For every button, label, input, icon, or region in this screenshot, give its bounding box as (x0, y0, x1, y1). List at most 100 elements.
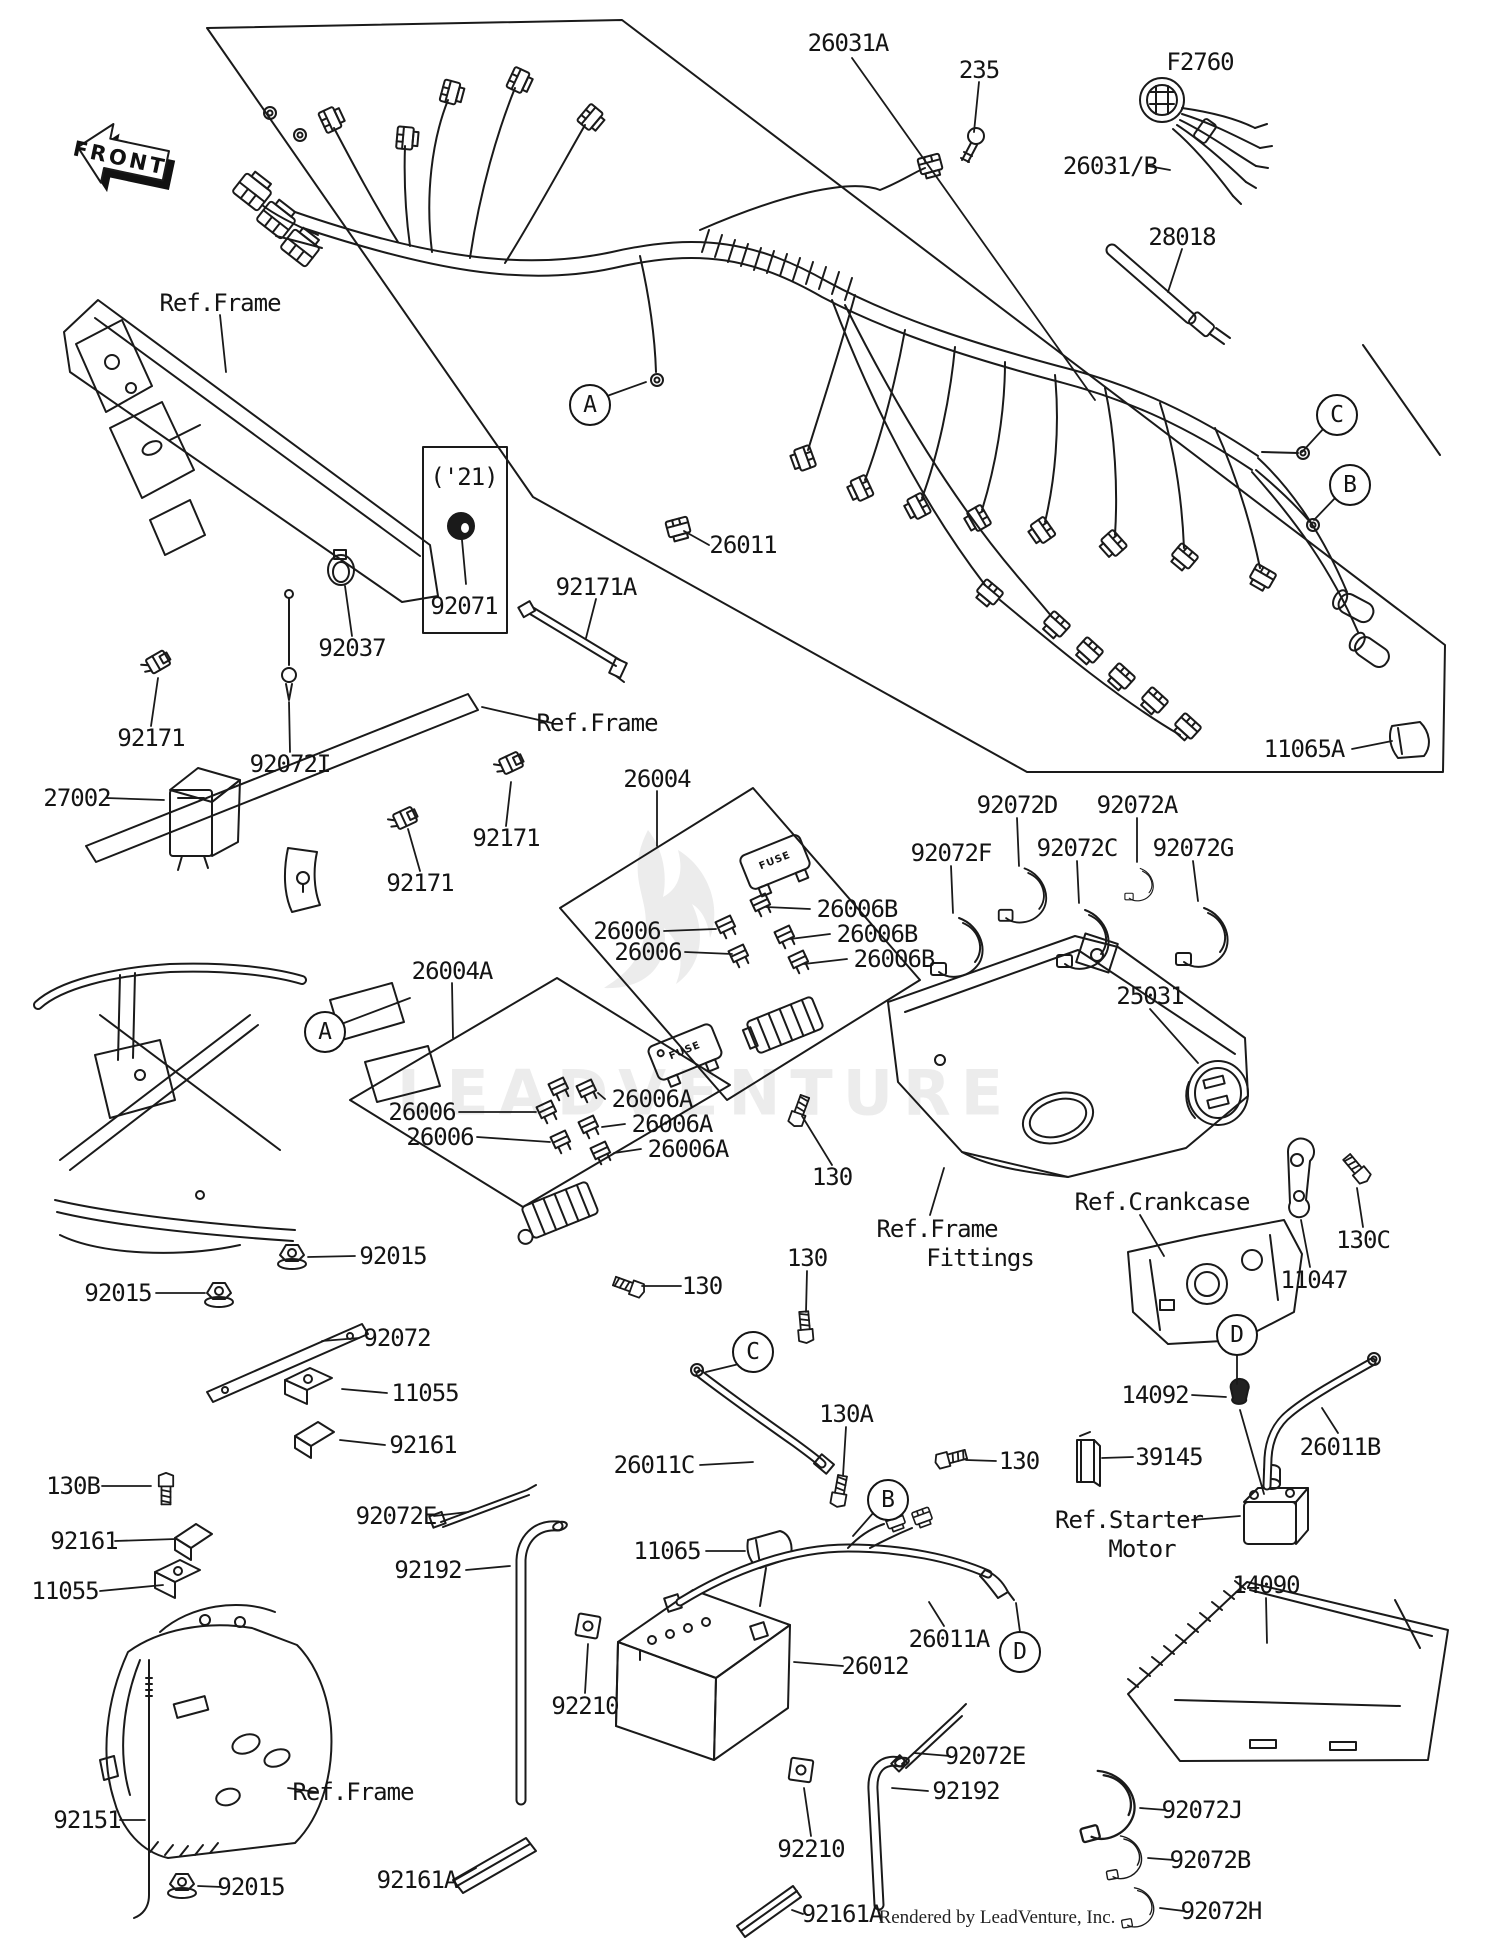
harness-enclosure-outline (206, 19, 1446, 773)
part-label-92071-year: ('21) (430, 463, 498, 491)
bracket-11055-1-drawing (154, 1559, 201, 1599)
boot-11065a-drawing (1389, 721, 1430, 759)
part-label-14092: 14092 (1121, 1381, 1189, 1409)
part-label-92192-1: 92192 (394, 1556, 462, 1584)
cable-tie-92072h-icon (1115, 1884, 1158, 1930)
strap-92171a-drawing (517, 600, 628, 683)
part-label-26012: 26012 (841, 1652, 909, 1680)
part-label-26006a-2: 26006A (631, 1110, 714, 1138)
part-label-26006-3: 26006 (388, 1098, 456, 1126)
damper-92161-1-drawing (174, 1523, 213, 1561)
strip-92161a-2-drawing (736, 1885, 802, 1938)
bolt-130c-icon (1340, 1151, 1374, 1187)
part-label-26006b-1: 26006B (816, 895, 899, 923)
nut-92015-2-icon (277, 1244, 307, 1270)
strip-92161a-1-drawing (452, 1837, 537, 1894)
bag-14090-drawing (1127, 1580, 1449, 1762)
cable-26011a-drawing (675, 1506, 1015, 1607)
bolt-130a-icon (829, 1473, 851, 1509)
bolt-130b-icon (157, 1472, 175, 1506)
part-label-92037: 92037 (318, 634, 386, 662)
detail-marker-d-2: D (999, 1631, 1041, 1673)
ref-label-crankcase: Ref.Crankcase (1074, 1188, 1251, 1216)
cable-26011c-drawing (690, 1363, 835, 1475)
part-label-39145: 39145 (1135, 1443, 1203, 1471)
grommet-14092-icon (1229, 1377, 1250, 1405)
part-label-92161-2: 92161 (389, 1431, 457, 1459)
washer-92210-1-icon (574, 1612, 602, 1640)
hose-92192-1-drawing (515, 1520, 568, 1806)
ref-label-starter-2: Motor (1108, 1535, 1176, 1563)
part-label-130c: 130C (1336, 1226, 1391, 1254)
part-label-92171-3: 92171 (386, 869, 454, 897)
fuse-block-26004-drawing (741, 996, 824, 1054)
ref-frame-bottom-drawing (99, 1603, 333, 1859)
part-label-130-2: 130 (811, 1163, 853, 1191)
grommet-92071-drawing (422, 446, 508, 634)
part-label-26006-4: 26006 (406, 1123, 474, 1151)
tie-92072e-2-drawing (890, 1703, 967, 1773)
part-label-92072a: 92072A (1096, 791, 1179, 819)
ref-label-frame-fittings-1: Ref.Frame (876, 1215, 998, 1243)
fuse-panel-26004a-outline (349, 977, 731, 1208)
cable-tie-92072a-icon (1124, 867, 1154, 902)
fuse-panel-26004-outline (559, 787, 921, 1101)
part-label-11055-2: 11055 (391, 1379, 459, 1407)
part-label-130b: 130B (46, 1472, 101, 1500)
ref-label-frame-1: Ref.Frame (159, 289, 281, 317)
ref-frame-lower-drawing (33, 962, 441, 1254)
part-label-11065a: 11065A (1263, 735, 1346, 763)
part-label-92192-2: 92192 (932, 1777, 1000, 1805)
detail-marker-d-1: D (1216, 1314, 1258, 1356)
part-label-26011: 26011 (709, 531, 777, 559)
wiring-harness-drawing (231, 65, 1441, 745)
ref-label-frame-2: Ref.Frame (536, 709, 658, 737)
cable-tie-92072d-icon (997, 867, 1048, 924)
fuse-box-26004-drawing (739, 834, 811, 898)
pin-92072i-drawing (281, 589, 297, 701)
part-label-92072c: 92072C (1036, 834, 1119, 862)
cable-tie-92072g-icon (1175, 907, 1229, 968)
rod-92151-drawing (133, 1659, 153, 1919)
ref-frame-rail-drawing (85, 693, 479, 913)
part-label-26011a: 26011A (908, 1625, 991, 1653)
part-label-130-4: 130 (998, 1447, 1040, 1475)
bolt-130-4-icon (932, 1446, 969, 1471)
ref-label-frame-fittings-2: Fittings (926, 1244, 1035, 1272)
part-label-130-3: 130 (786, 1244, 828, 1272)
part-label-92161-1: 92161 (50, 1527, 118, 1555)
part-label-92161a-2: 92161A (801, 1900, 884, 1928)
watermark-flame-icon (604, 830, 715, 989)
part-label-92210-1: 92210 (551, 1692, 619, 1720)
part-label-92072e-2: 92072E (944, 1742, 1027, 1770)
cable-tie-92072j-icon (1065, 1762, 1143, 1846)
part-label-26011b: 26011B (1299, 1433, 1382, 1461)
part-label-92072b: 92072B (1169, 1846, 1252, 1874)
part-label-92210-2: 92210 (777, 1835, 845, 1863)
detail-marker-a-2: A (304, 1011, 346, 1053)
part-label-26004: 26004 (623, 765, 691, 793)
part-label-92072: 92072 (363, 1324, 431, 1352)
ref-label-starter-1: Ref.Starter (1055, 1506, 1204, 1534)
part-label-130a: 130A (819, 1400, 874, 1428)
ref-label-frame-3: Ref.Frame (292, 1778, 414, 1806)
part-label-26006a-3: 26006A (647, 1135, 730, 1163)
detail-marker-b-2: B (867, 1479, 909, 1521)
ref-frame-fittings-drawing (887, 932, 1249, 1178)
washer-92210-2-icon (787, 1756, 815, 1784)
part-label-92171-1: 92171 (117, 724, 185, 752)
hose-92192-2-drawing (867, 1755, 910, 1911)
part-label-11055-1: 11055 (31, 1577, 99, 1605)
reflector-39145-drawing (1076, 1431, 1101, 1487)
part-label-27002: 27002 (43, 784, 111, 812)
part-label-26031a: 26031A (807, 29, 890, 57)
bracket-11055-2-drawing (284, 1367, 333, 1405)
part-label-92171a: 92171A (555, 573, 638, 601)
relay-27002-drawing (169, 767, 241, 871)
bolt-130-3-icon (795, 1310, 815, 1345)
part-label-92072d: 92072D (976, 791, 1059, 819)
clamp-92037-drawing (327, 549, 355, 586)
part-label-92015-1: 92015 (84, 1279, 152, 1307)
part-label-92072e-1: 92072E (355, 1502, 438, 1530)
part-label-92072j: 92072J (1161, 1796, 1244, 1824)
